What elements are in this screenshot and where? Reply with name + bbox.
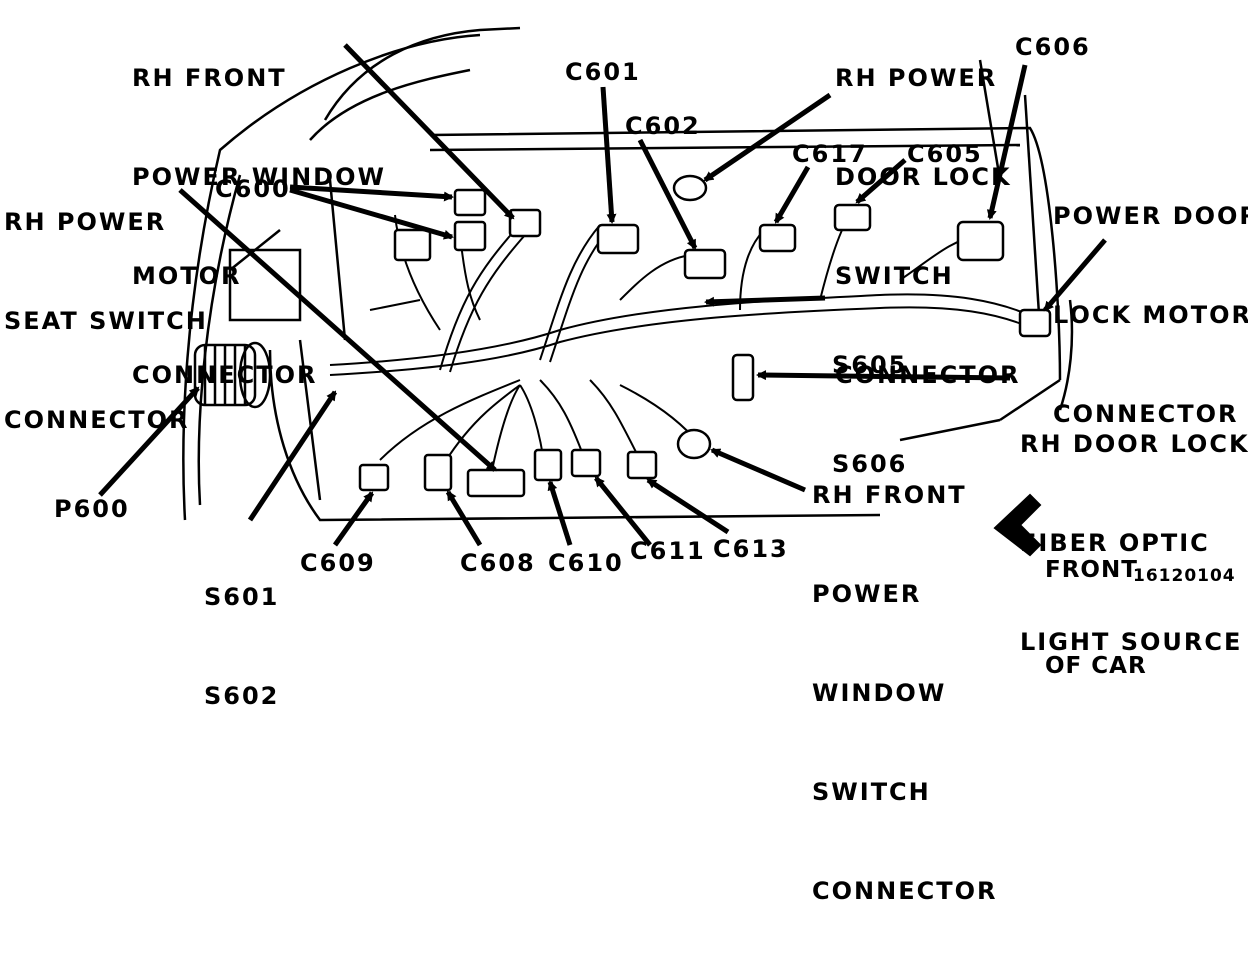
label-line: WINDOW xyxy=(812,679,947,707)
door-outline xyxy=(182,26,1074,522)
label-line: POWER DOOR xyxy=(1053,202,1248,230)
rh-power-seat-switch-connector-label: RH POWER SEAT SWITCH CONNECTOR xyxy=(4,140,208,503)
c605-label: C605 xyxy=(907,140,983,168)
c601-label: C601 xyxy=(565,58,641,86)
label-line: FRONT xyxy=(1045,557,1138,583)
label-line: SWITCH xyxy=(812,778,931,806)
label-line: S606 xyxy=(832,450,908,478)
c613-label: C613 xyxy=(713,535,789,563)
leader-arrows xyxy=(98,43,1107,547)
label-line: CONNECTOR xyxy=(812,877,998,905)
label-line: OF CAR xyxy=(1045,653,1147,679)
front-of-car-arrow xyxy=(993,493,1042,557)
wiring-diagram: RH FRONT POWER WINDOW MOTOR CONNECTOR RH… xyxy=(4,0,1248,905)
label-line: POWER WINDOW xyxy=(132,163,386,191)
c617-label: C617 xyxy=(792,140,868,168)
label-line: RH FRONT xyxy=(812,481,967,509)
door-wiring-illustration xyxy=(98,26,1107,557)
connectors xyxy=(358,174,1052,498)
rh-power-door-lock-switch-connector-label: RH POWER DOOR LOCK SWITCH CONNECTOR xyxy=(835,0,1020,458)
label-line: CONNECTOR xyxy=(1053,400,1239,428)
label-line: RH FRONT xyxy=(132,64,287,92)
rh-front-power-window-motor-connector-label: RH FRONT POWER WINDOW MOTOR CONNECTOR xyxy=(132,0,386,458)
p600-label: P600 xyxy=(54,495,130,523)
rh-front-power-window-switch-connector-label: RH FRONT POWER WINDOW SWITCH CONNECTOR xyxy=(812,413,997,974)
label-line: SEAT SWITCH xyxy=(4,307,208,335)
p600-boot xyxy=(193,341,272,409)
label-line: DOOR LOCK xyxy=(835,163,1012,191)
label-line: S605 xyxy=(832,351,908,379)
figure-number: 16120104 xyxy=(1133,566,1236,586)
s605-s606-label: S605 S606 xyxy=(832,283,907,547)
c600-label: C600 xyxy=(215,175,291,203)
label-line: S602 xyxy=(204,682,280,710)
c608-label: C608 xyxy=(460,549,536,577)
label-line: RH POWER xyxy=(835,64,998,92)
label-line: SWITCH xyxy=(835,262,954,290)
label-line: RH DOOR LOCK xyxy=(1020,430,1248,458)
label-line: LOCK MOTOR xyxy=(1053,301,1248,329)
label-line: FIBER OPTIC xyxy=(1020,529,1210,557)
label-line: CONNECTOR xyxy=(835,361,1021,389)
c611-label: C611 xyxy=(630,537,706,565)
label-line: CONNECTOR xyxy=(4,406,190,434)
front-of-car-label: FRONT OF CAR xyxy=(1045,490,1147,746)
label-line: RH POWER xyxy=(4,208,167,236)
c602-label: C602 xyxy=(625,112,701,140)
label-line: S601 xyxy=(204,583,280,611)
power-door-lock-motor-connector-label: POWER DOOR LOCK MOTOR CONNECTOR xyxy=(1053,134,1248,497)
label-line: POWER xyxy=(812,580,922,608)
c606-label: C606 xyxy=(1015,33,1091,61)
c610-label: C610 xyxy=(548,549,624,577)
label-line: MOTOR xyxy=(132,262,242,290)
s601-s602-label: S601 S602 xyxy=(204,515,279,779)
label-line: CONNECTOR xyxy=(132,361,318,389)
c609-label: C609 xyxy=(300,549,376,577)
